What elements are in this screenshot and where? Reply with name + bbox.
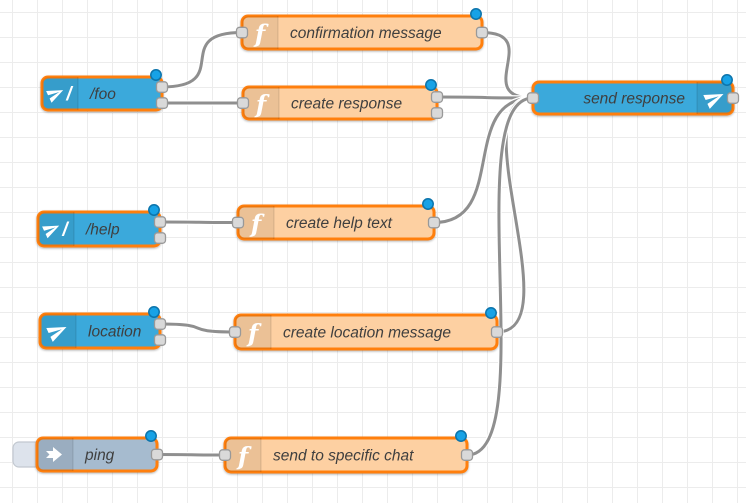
wire-confirmation-to-send-response[interactable] <box>480 31 535 100</box>
node-help[interactable]: / /help <box>36 204 167 248</box>
port-input-create-location[interactable] <box>228 326 242 338</box>
node-create-response[interactable]: f create response <box>236 79 444 121</box>
node-foo[interactable]: / /foo <box>40 69 169 112</box>
slash-icon: / <box>65 84 73 105</box>
port-output-location-0[interactable] <box>153 318 167 330</box>
changed-dot <box>145 430 157 442</box>
wire-location-to-create-location[interactable] <box>158 322 237 334</box>
function-icon: f <box>236 442 252 471</box>
changed-dot <box>425 79 437 91</box>
node-label: confirmation message <box>290 25 442 42</box>
changed-dot <box>485 307 497 319</box>
function-icon: f <box>254 90 270 119</box>
node-label: create help text <box>286 215 393 232</box>
wire-create-help-to-send-response[interactable] <box>432 96 535 224</box>
port-output-confirmation-0[interactable] <box>475 26 489 39</box>
wire-ping-to-send-specific[interactable] <box>155 453 227 457</box>
changed-dot <box>721 74 733 86</box>
port-input-create-help[interactable] <box>231 216 245 229</box>
icon-strip <box>40 314 77 348</box>
port-input-send-specific[interactable] <box>218 449 232 461</box>
node-send-specific[interactable]: f send to specific chat <box>218 430 474 474</box>
node-label: /help <box>85 222 120 239</box>
node-ping[interactable]: ping <box>12 430 164 473</box>
node-label: create response <box>291 96 403 113</box>
node-label: ping <box>84 447 115 464</box>
node-label: location <box>88 324 141 341</box>
port-output-create-help-0[interactable] <box>427 216 441 229</box>
port-output-send-response-0[interactable] <box>726 92 740 104</box>
slash-icon: / <box>61 220 69 241</box>
node-body[interactable] <box>38 312 162 350</box>
function-icon: f <box>249 209 265 238</box>
wire-create-response-to-send-response[interactable] <box>435 95 535 100</box>
node-body[interactable] <box>40 75 164 112</box>
port-output-ping-0[interactable] <box>150 448 164 461</box>
function-icon: f <box>246 319 262 348</box>
node-label: send response <box>583 91 685 108</box>
wire-help-to-create-help[interactable] <box>158 220 240 224</box>
node-label: create location message <box>283 325 451 342</box>
port-output-create-response-0[interactable] <box>430 91 444 103</box>
node-label: send to specific chat <box>273 448 414 465</box>
port-output-create-response-1[interactable] <box>430 107 444 119</box>
telegram-icon <box>46 327 67 342</box>
changed-dot <box>455 430 467 442</box>
wires-layer <box>154 29 536 458</box>
telegram-icon <box>703 94 724 109</box>
node-create-help[interactable]: f create help text <box>231 198 441 241</box>
nodes-layer: / /foo f confirmation message f create respon… <box>12 8 740 474</box>
node-confirmation[interactable]: f confirmation message <box>235 8 489 51</box>
port-input-send-response[interactable] <box>526 92 540 104</box>
node-send-response[interactable]: send response <box>526 74 740 116</box>
icon-strip: f <box>225 438 262 472</box>
changed-dot <box>150 69 162 81</box>
changed-dot <box>148 306 160 318</box>
wire-send-specific-to-send-response[interactable] <box>465 96 535 457</box>
inject-arrow-icon <box>46 447 62 462</box>
port-output-help-1[interactable] <box>153 232 167 244</box>
icon-strip: / <box>42 77 79 110</box>
wire-foo-to-confirmation[interactable] <box>160 31 244 89</box>
port-output-send-specific-0[interactable] <box>460 449 474 461</box>
icon-strip <box>37 438 74 471</box>
port-output-create-location-0[interactable] <box>490 326 504 338</box>
icon-strip: f <box>235 315 272 349</box>
icon-strip: / <box>38 212 75 246</box>
function-icon: f <box>253 19 269 48</box>
port-output-help-0[interactable] <box>153 216 167 228</box>
port-output-foo-0[interactable] <box>155 81 169 93</box>
port-input-confirmation[interactable] <box>235 26 249 39</box>
node-location[interactable]: location <box>38 306 167 350</box>
changed-dot <box>470 8 482 20</box>
changed-dot <box>148 204 160 216</box>
node-body[interactable] <box>36 210 162 248</box>
changed-dot <box>422 198 434 210</box>
node-label: /foo <box>89 86 116 103</box>
node-create-location[interactable]: f create location message <box>228 307 504 351</box>
telegram-icon <box>42 225 60 239</box>
port-output-location-1[interactable] <box>153 334 167 346</box>
telegram-icon <box>46 90 64 103</box>
port-output-foo-1[interactable] <box>155 97 169 109</box>
port-input-create-response[interactable] <box>236 97 250 109</box>
